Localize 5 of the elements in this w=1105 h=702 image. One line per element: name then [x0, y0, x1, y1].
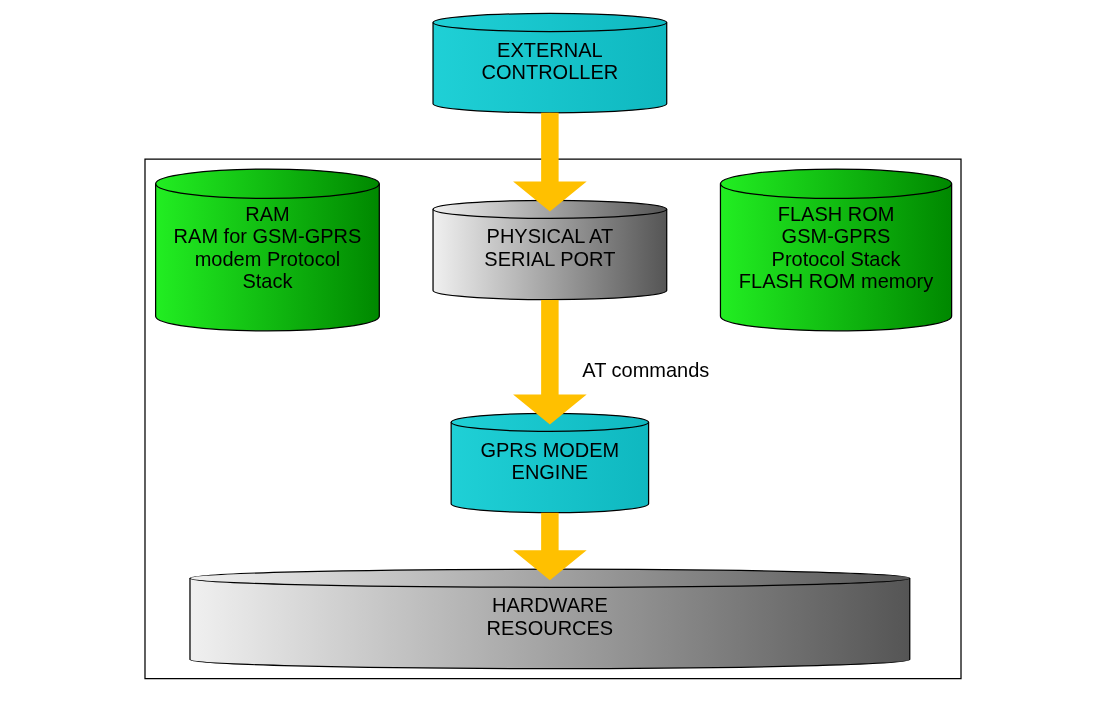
arrow — [512, 112, 587, 212]
edge-label: AT commands — [581, 358, 709, 381]
cluster — [143, 158, 962, 680]
arrow — [512, 512, 587, 581]
arrow — [512, 300, 587, 425]
